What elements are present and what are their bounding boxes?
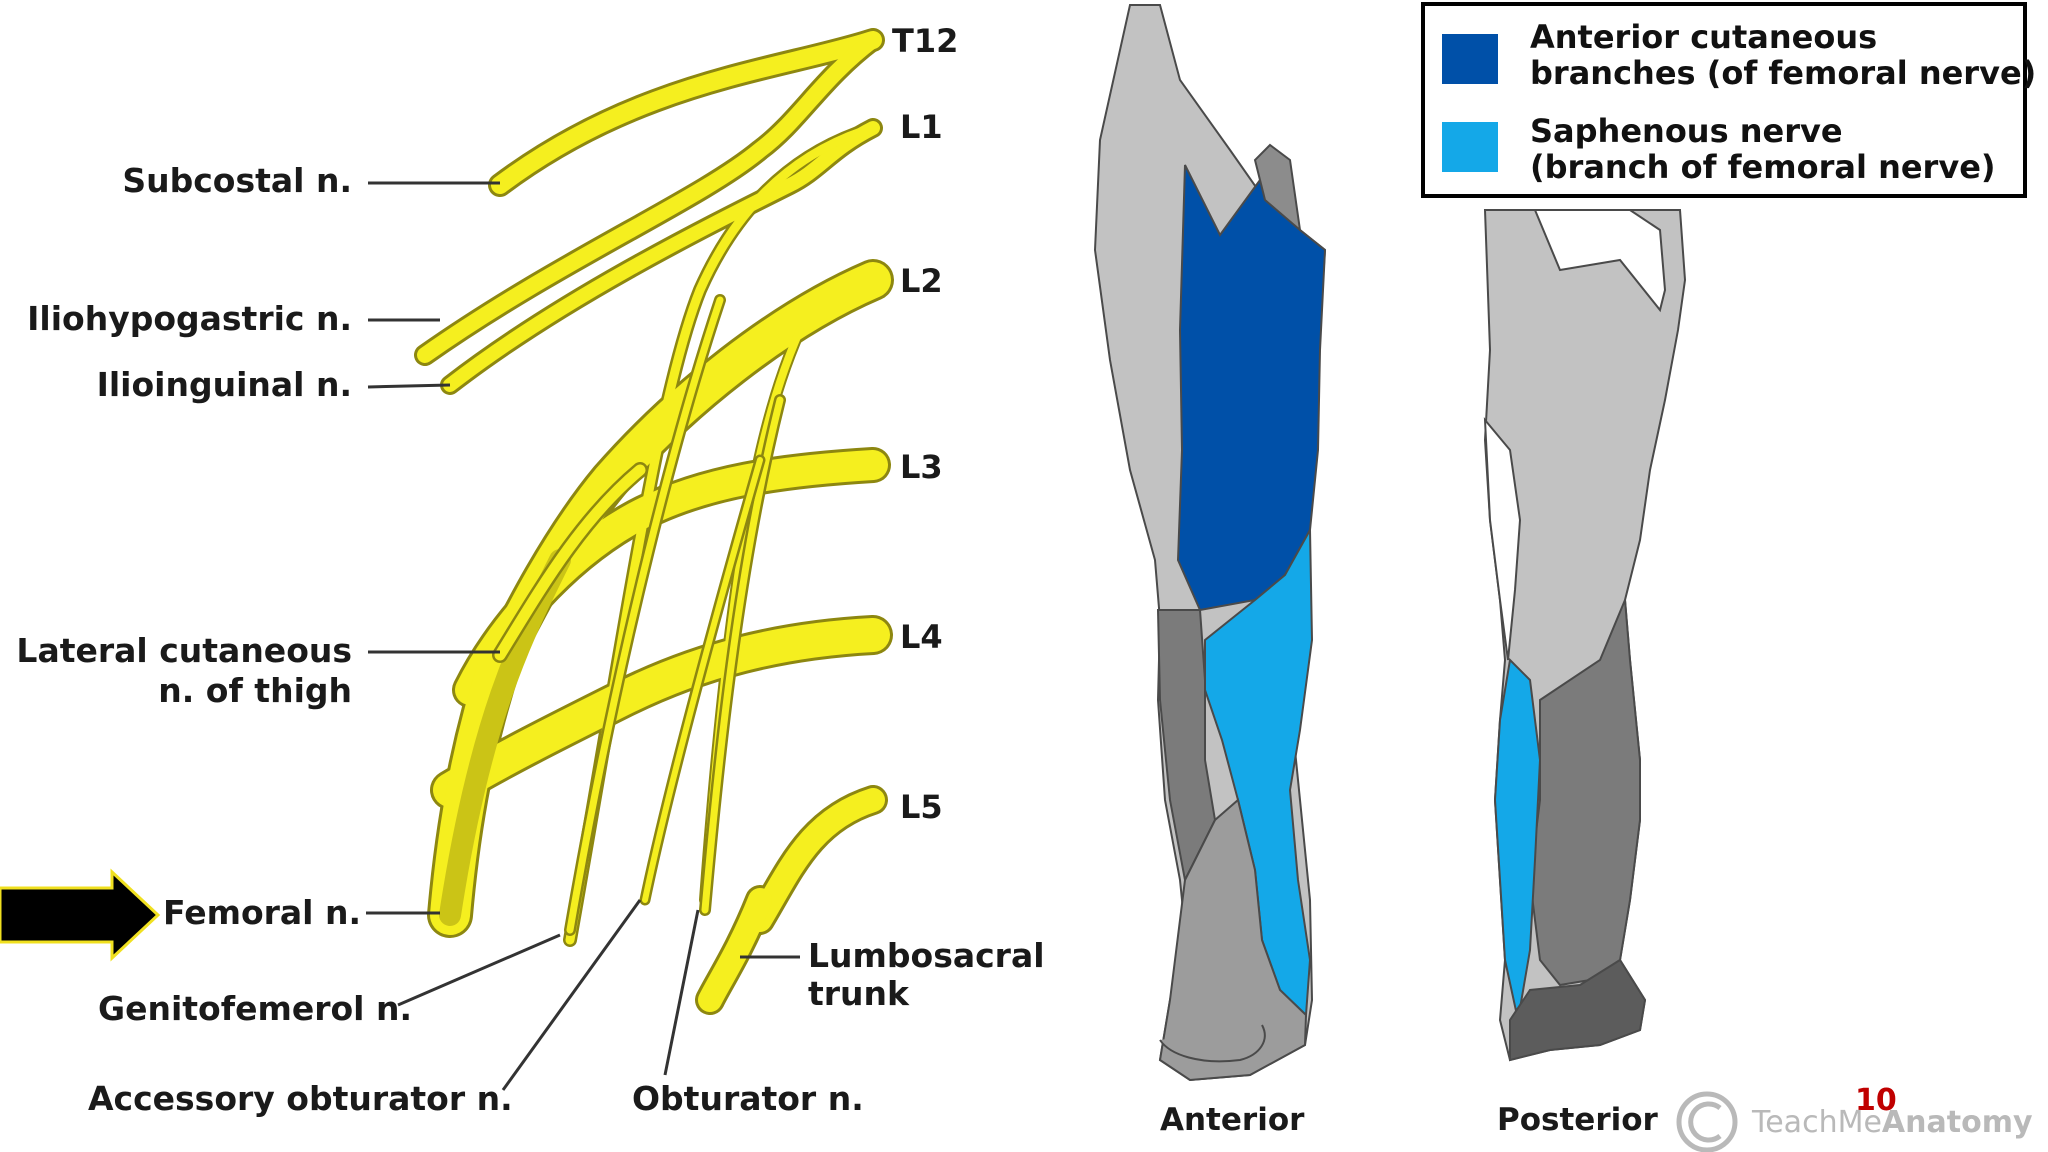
teachmeanatomy-logo-icon	[1676, 1091, 1738, 1152]
legend-label-saphenous-line2: (branch of femoral nerve)	[1530, 148, 1996, 186]
legend-swatch-anterior-cutaneous	[1442, 34, 1498, 84]
lumbar-plexus-diagram	[414, 28, 894, 1015]
legend: Anterior cutaneous branches (of femoral …	[1421, 2, 2036, 198]
root-label-l2: L2	[900, 262, 943, 300]
label-iliohypogastric: Iliohypogastric n.	[27, 299, 352, 338]
root-labels: T12 L1 L2 L3 L4 L5	[892, 22, 958, 826]
label-lumbosacral-line2: trunk	[808, 974, 910, 1013]
legend-swatch-saphenous	[1442, 122, 1498, 172]
nerve-labels: Subcostal n. Iliohypogastric n. Ilioingu…	[16, 161, 1044, 1118]
root-label-t12: T12	[892, 22, 958, 60]
view-label-posterior: Posterior	[1497, 1102, 1659, 1138]
label-ilioinguinal: Ilioinguinal n.	[97, 365, 352, 404]
brand-name-plain: TeachMe	[1751, 1105, 1882, 1140]
posterior-leg-illustration	[1483, 209, 1687, 1062]
root-label-l3: L3	[900, 448, 943, 486]
label-obturator: Obturator n.	[632, 1079, 864, 1118]
label-genitofemoral: Genitofemerol n.	[98, 989, 412, 1028]
legend-box	[1421, 2, 2027, 198]
legend-label-saphenous-line1: Saphenous nerve	[1530, 112, 1843, 150]
page-number: 10	[1855, 1083, 1897, 1118]
root-label-l5: L5	[900, 788, 943, 826]
root-label-l4: L4	[900, 618, 943, 656]
label-lumbosacral-line1: Lumbosacral	[808, 936, 1045, 975]
label-lateral-cutaneous-line1: Lateral cutaneous	[16, 631, 352, 670]
label-subcostal: Subcostal n.	[122, 161, 352, 200]
leader-lines	[366, 181, 800, 1091]
view-label-anterior: Anterior	[1160, 1102, 1305, 1138]
root-label-l1: L1	[900, 108, 943, 146]
label-accessory-obturator: Accessory obturator n.	[88, 1079, 513, 1118]
anterior-leg-illustration	[1093, 4, 1327, 1082]
legend-label-anterior-cutaneous-line1: Anterior cutaneous	[1530, 18, 1877, 56]
label-lateral-cutaneous-line2: n. of thigh	[158, 671, 352, 710]
legend-label-anterior-cutaneous-line2: branches (of femoral nerve)	[1530, 54, 2036, 92]
label-femoral: Femoral n.	[163, 893, 361, 932]
pointer-arrow-icon	[0, 868, 161, 962]
brand-name: TeachMeAnatomy	[1751, 1105, 2033, 1140]
brand-name-bold: Anatomy	[1882, 1105, 2033, 1140]
